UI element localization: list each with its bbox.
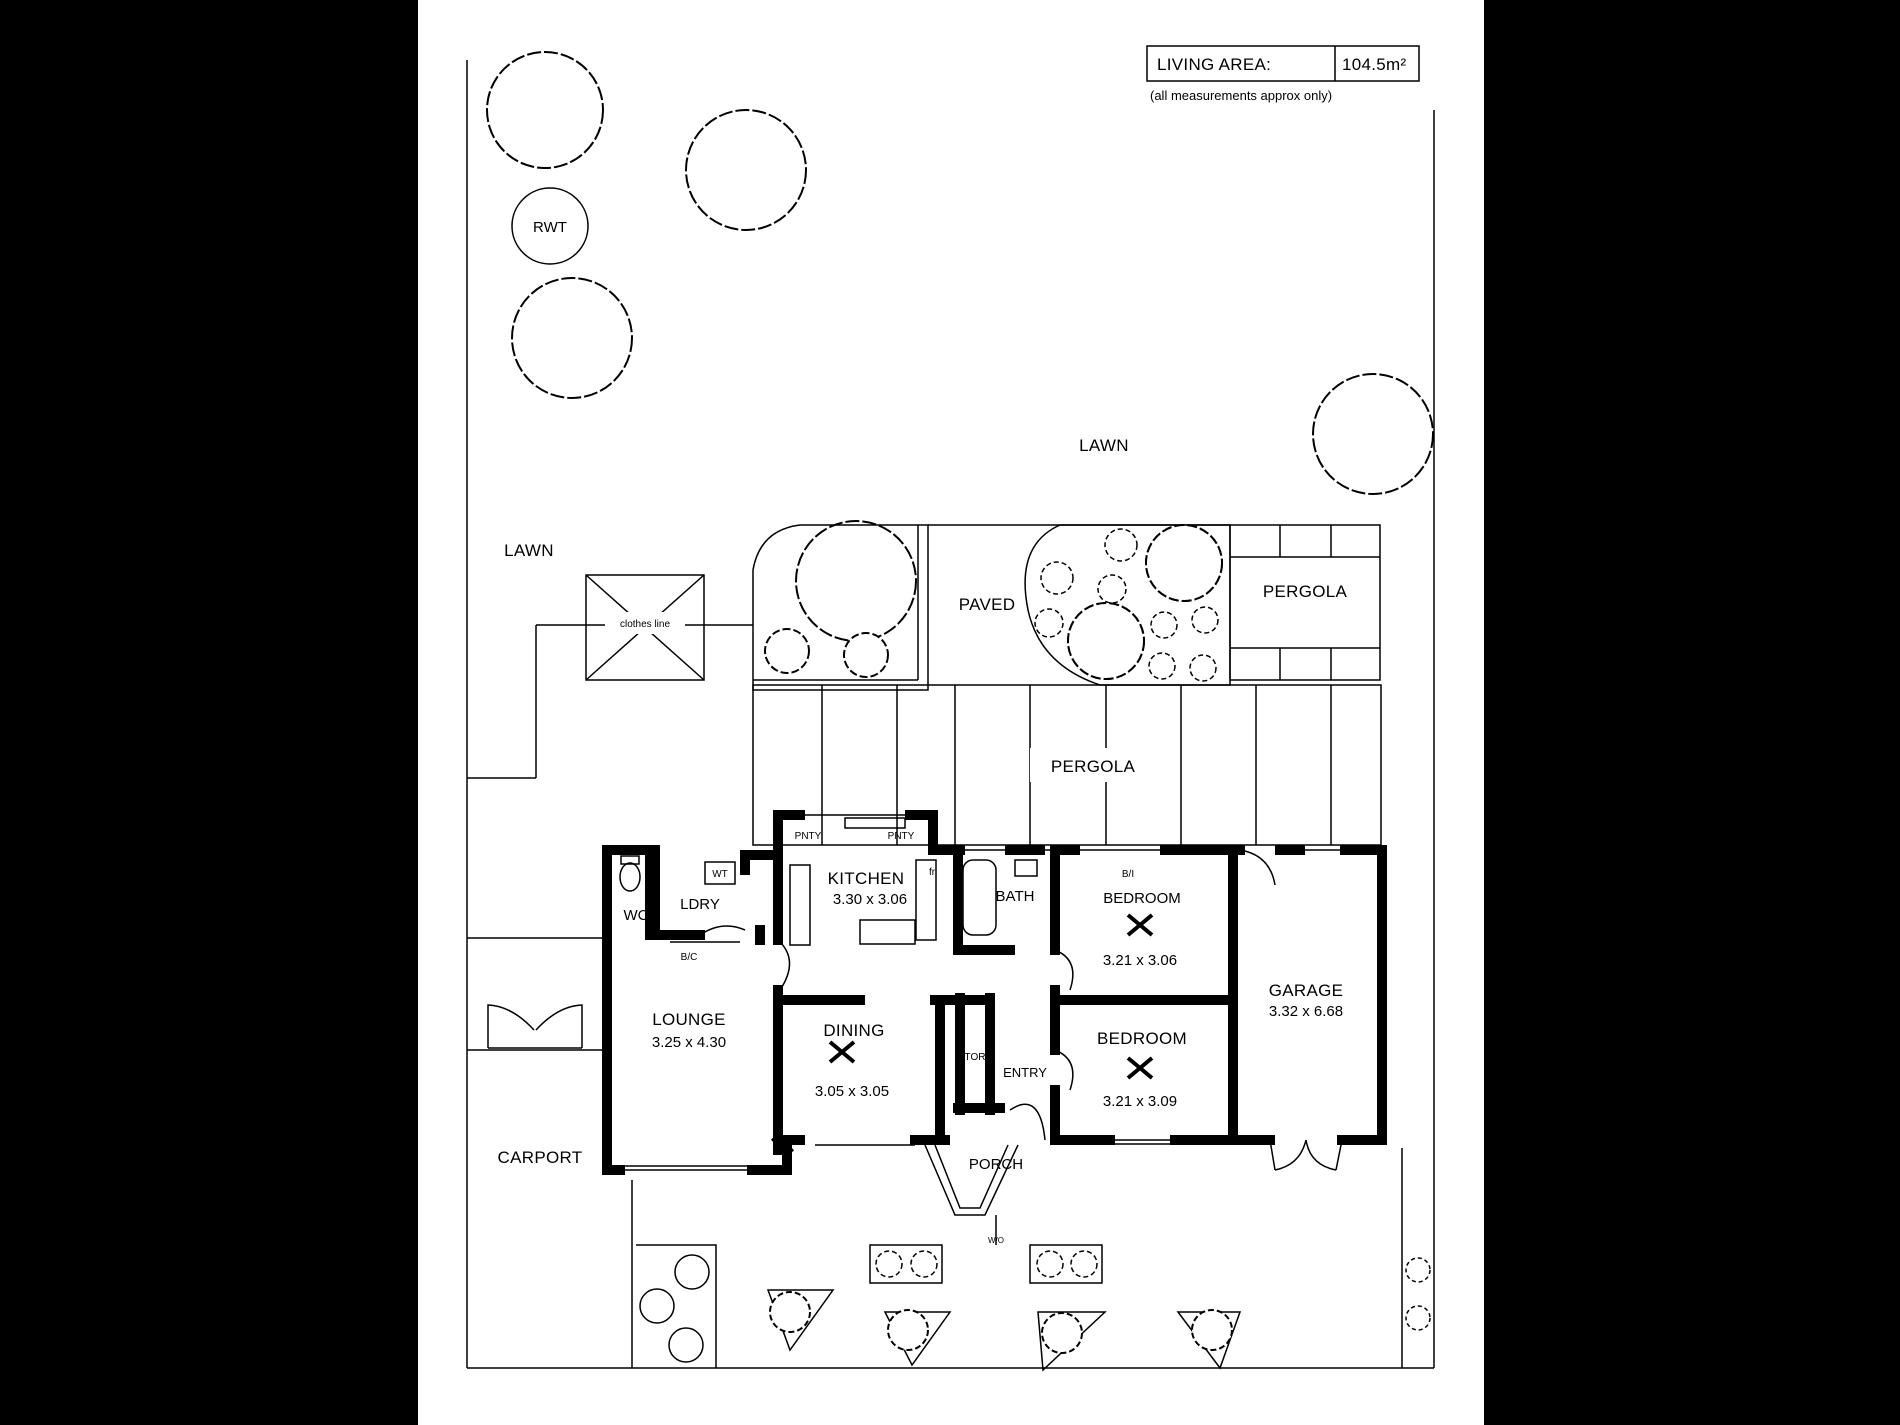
rain-water-tank: RWT [511,187,589,265]
carport: CARPORT [487,1004,583,1167]
shrub-icon [1040,561,1074,595]
clothes-line-label: clothes line [620,619,670,630]
bedroom2-name: BEDROOM [1097,1029,1187,1048]
ceiling-fan-icon [1126,1056,1154,1080]
shrub-icon [1104,528,1138,562]
living-area-label: LIVING AREA: [1157,55,1271,74]
ceiling-fan-icon [828,1040,856,1064]
carport-label: CARPORT [498,1148,583,1167]
porch-label: PORCH [969,1156,1023,1173]
tree-icon [511,277,633,399]
shrub-icon [668,1327,704,1363]
lawn-side-label: LAWN [504,541,554,560]
front-garden [636,1244,1431,1372]
pergola-upper: PERGOLA [1229,524,1381,681]
pergola-main-label: PERGOLA [1051,757,1136,776]
tree-icon [1191,1309,1233,1351]
garage-dims: 3.32 x 6.68 [1269,1003,1343,1020]
rwt-label: RWT [533,219,567,236]
dining-name: DINING [823,1021,884,1040]
bedroom1-name: BEDROOM [1103,890,1181,907]
shrub-icon [1034,608,1064,638]
shrub-icon [1191,606,1219,634]
wall-oven-label: W/O [988,1236,1004,1245]
paved-label: PAVED [959,595,1016,614]
tree-icon [685,109,807,231]
lounge-dims: 3.25 x 4.30 [652,1034,726,1051]
lounge-name: LOUNGE [652,1010,726,1029]
garage-name: GARAGE [1269,981,1344,1000]
plan-sheet [418,0,1484,1425]
tree-icon [769,1291,811,1333]
shrub-icon [1036,1250,1064,1278]
shrub-icon [1070,1250,1098,1278]
shrub-icon [1148,652,1176,680]
property-boundary [466,60,1435,1369]
store-label: STORE [958,1052,993,1063]
room-labels: KITCHEN 3.30 x 3.06 LOUNGE 3.25 x 4.30 D… [624,869,1344,1173]
tree-icon [486,51,604,169]
pantry-left-label: PNTY [795,831,822,842]
garden-bed [1024,524,1231,686]
robe-lounge-label: B/C [681,952,698,963]
shrub-icon [1150,611,1178,639]
kitchen-dims: 3.30 x 3.06 [833,891,907,908]
robe-bed-label: B/I [1122,869,1134,880]
tree-icon [1041,1312,1083,1354]
entry-label: ENTRY [1003,1065,1047,1080]
shrub-icon [1097,574,1127,604]
shrub-icon [674,1254,710,1290]
house-details [615,814,1345,1245]
house-walls [602,810,1387,1175]
tree-icon [795,520,917,642]
shrub-icon [910,1250,938,1278]
wc-label: WC [624,907,649,924]
tree-icon [764,628,810,674]
fridge-label: fr [929,867,936,878]
bath-label: BATH [996,888,1035,905]
shrub-icon [1189,654,1217,682]
measurement-note: (all measurements approx only) [1150,88,1332,103]
bedroom1-dims: 3.21 x 3.06 [1103,952,1177,969]
pantry-right-label: PNTY [888,831,915,842]
bedroom2-dims: 3.21 x 3.09 [1103,1093,1177,1110]
tree-icon [1067,602,1145,680]
tree-icon [1145,524,1223,602]
dining-dims: 3.05 x 3.05 [815,1083,889,1100]
pergola-upper-label: PERGOLA [1263,582,1348,601]
living-area-box: LIVING AREA: 104.5m² (all measurements a… [1146,45,1420,103]
wt-label: WT [712,869,728,880]
tree-icon [887,1309,929,1351]
shrub-icon [875,1250,903,1278]
tree-icon [1312,373,1434,495]
shrub-icon [639,1288,675,1324]
fixture-labels: WT PNTY PNTY fr B/C B/I W/O [681,831,1134,1245]
clothes-line: clothes line [585,574,705,681]
tree-icon [843,632,889,678]
living-area-value: 104.5m² [1342,55,1407,74]
lawn-rear-label: LAWN [1079,436,1129,455]
pergola-main: PERGOLA [752,684,1382,846]
shrub-icon [1405,1305,1431,1331]
ceiling-fan-icon [1126,913,1154,937]
ldry-label: LDRY [680,896,720,913]
kitchen-name: KITCHEN [828,869,905,888]
garden-bed-left [752,524,929,691]
shrub-icon [1405,1257,1431,1283]
paved-area: PAVED [928,524,1230,614]
